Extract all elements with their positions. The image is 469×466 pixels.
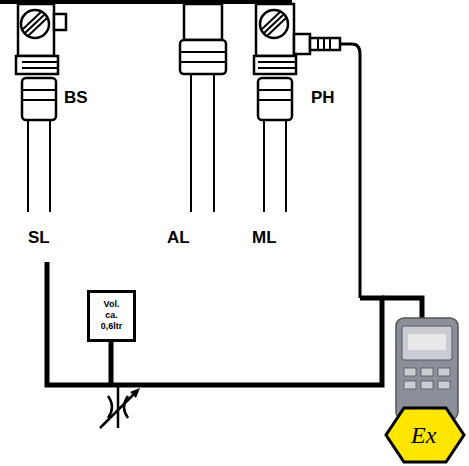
part-label: BS <box>64 89 88 106</box>
part-label: AL <box>167 229 190 246</box>
part-label: ML <box>252 229 277 246</box>
ex-mark: Ex <box>411 423 436 447</box>
volume-text: Vol. ca. 0,6ltr <box>98 299 125 332</box>
part-label: PH <box>311 89 335 106</box>
part-label: SL <box>28 229 50 246</box>
volume-box: Vol. ca. 0,6ltr <box>87 290 136 342</box>
